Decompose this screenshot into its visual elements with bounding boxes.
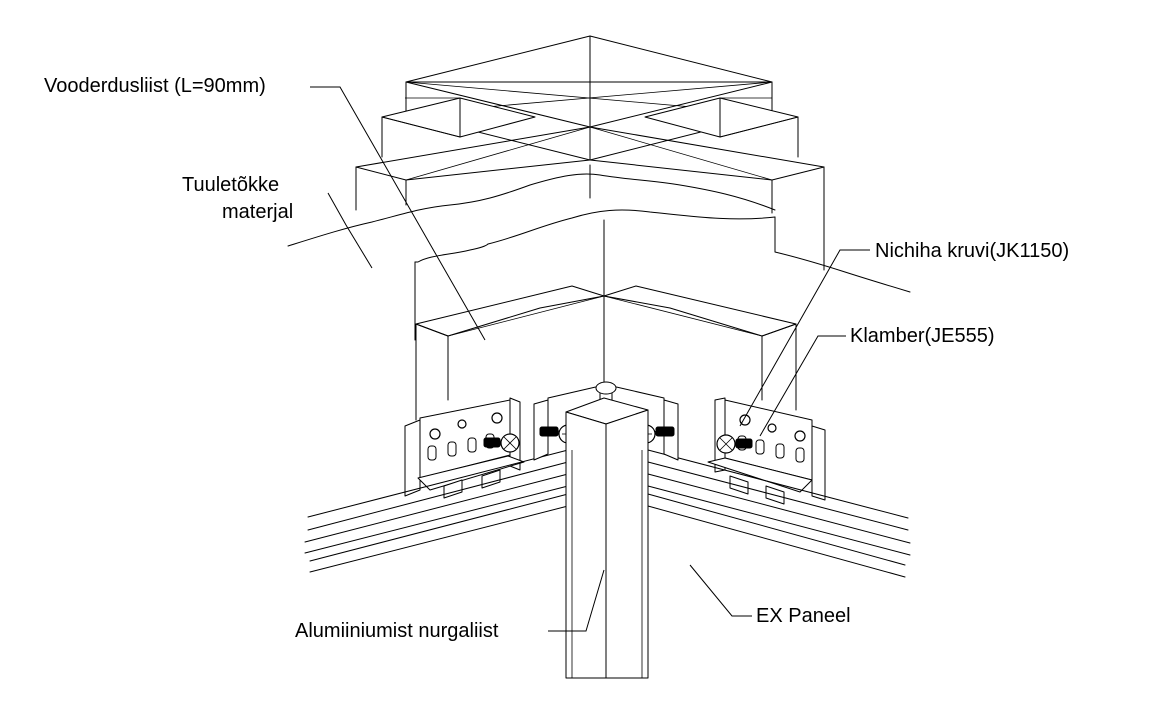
leader-lines <box>310 86 870 632</box>
leader-nichiha-kruvi <box>739 249 870 427</box>
ex-panels <box>304 449 911 578</box>
label-ex-paneel: EX Paneel <box>756 605 851 627</box>
label-nichiha-kruvi: Nichiha kruvi(JK1150) <box>875 240 1069 262</box>
right-clip-klamber <box>707 397 826 505</box>
left-clip-klamber <box>404 397 525 499</box>
leader-klamber <box>759 335 846 437</box>
wind-barrier-membrane <box>287 173 911 387</box>
label-vooderdusliist: Vooderdusliist (L=90mm) <box>44 75 266 97</box>
label-tuuletokke-line1: Tuuletõkke <box>182 174 279 196</box>
leader-alumiinium <box>548 569 605 632</box>
leader-tuuletokke <box>327 192 373 269</box>
leader-ex-paneel <box>689 564 752 617</box>
label-klamber: Klamber(JE555) <box>850 325 995 347</box>
leader-vooderdusliist <box>310 86 486 341</box>
lower-furring-box <box>415 285 797 421</box>
label-alumiinium-nurgaliist: Alumiiniumist nurgaliist <box>295 620 499 642</box>
aluminium-corner-profile <box>565 397 649 679</box>
furring-strips <box>355 35 825 271</box>
label-tuuletokke-line2: materjal <box>222 201 293 223</box>
